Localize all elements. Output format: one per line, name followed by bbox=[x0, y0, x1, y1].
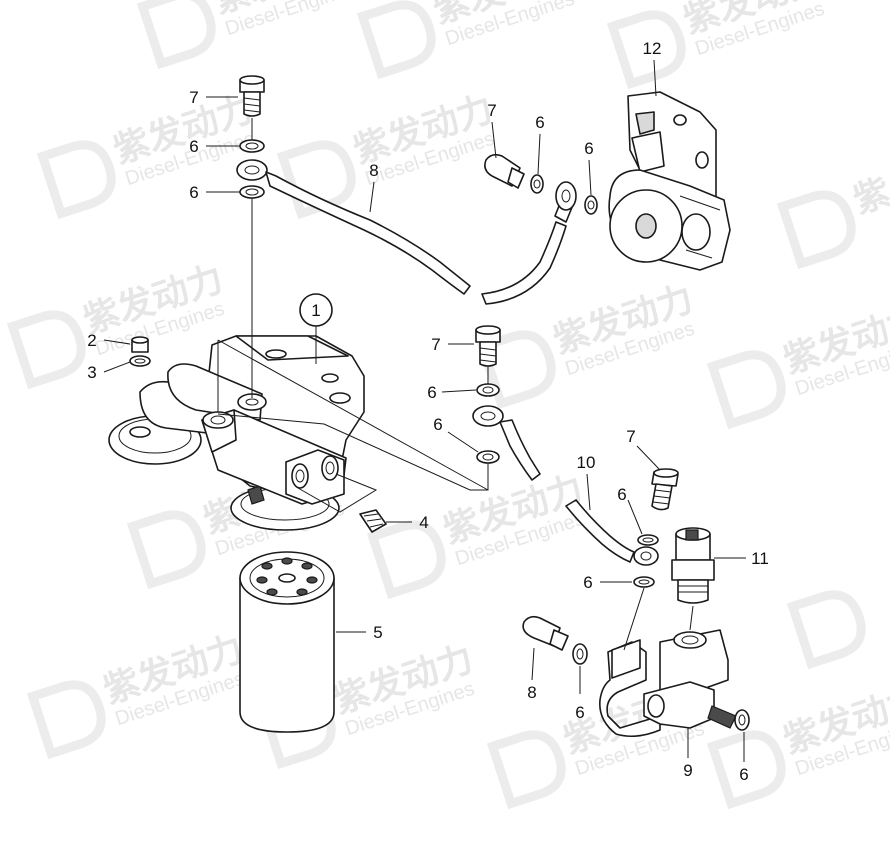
filter-head-1 bbox=[108, 335, 365, 531]
callout-6-upper-middle-1: 6 bbox=[535, 113, 544, 132]
callout-7-top-left: 7 bbox=[189, 88, 198, 107]
banjo-bolt-upper-middle bbox=[484, 153, 525, 189]
callout-8-top: 8 bbox=[369, 161, 378, 180]
callout-3: 3 bbox=[87, 363, 96, 382]
plug-4 bbox=[359, 509, 387, 533]
fuel-filter-5 bbox=[239, 551, 335, 733]
callout-4: 4 bbox=[419, 513, 428, 532]
washer-3 bbox=[129, 355, 151, 367]
watermark-4: 紫发动力 Diesel-Engines bbox=[36, 88, 258, 220]
washer-lower-2 bbox=[734, 709, 750, 731]
washer-upper-middle-1 bbox=[530, 174, 544, 194]
callout-6-upper-middle-2: 6 bbox=[584, 139, 593, 158]
washer-upper-middle-2 bbox=[584, 195, 598, 215]
washer-middle-1 bbox=[476, 383, 500, 397]
callout-6-middle-2: 6 bbox=[433, 415, 442, 434]
fuel-pipe-10 bbox=[499, 419, 659, 566]
callout-7-upper-middle: 7 bbox=[487, 101, 496, 120]
leader-lines bbox=[103, 59, 746, 762]
callout-8-lower: 8 bbox=[527, 683, 536, 702]
banjo-bolt-lower bbox=[522, 615, 569, 651]
banjo-bolt-right bbox=[651, 468, 679, 511]
callout-6-right-1: 6 bbox=[617, 485, 626, 504]
washer-middle-2 bbox=[476, 450, 500, 464]
watermark-1: 紫发动力 Diesel-Engines bbox=[136, 0, 358, 70]
callout-12: 12 bbox=[643, 39, 662, 58]
callout-6-top-left-2: 6 bbox=[189, 183, 198, 202]
callout-9: 9 bbox=[683, 761, 692, 780]
watermark-9: 紫发动力 Diesel-Engines bbox=[706, 298, 890, 430]
watermark-6: 紫发动力 bbox=[776, 138, 890, 270]
washer-right-2 bbox=[633, 576, 655, 588]
callout-10: 10 bbox=[577, 453, 596, 472]
sensor-11 bbox=[671, 527, 715, 604]
callout-1: 1 bbox=[311, 301, 320, 320]
callout-5: 5 bbox=[373, 623, 382, 642]
svg-text:紫发动力: 紫发动力 bbox=[849, 138, 890, 221]
banjo-fitting-middle bbox=[472, 405, 504, 427]
callout-11: 11 bbox=[751, 549, 769, 568]
watermark-16: 紫发动力 Diesel-Engines bbox=[706, 678, 890, 810]
watermark-5: 紫发动力 Diesel-Engines bbox=[276, 88, 498, 220]
callout-6-right-2: 6 bbox=[583, 573, 592, 592]
callout-6-lower-1: 6 bbox=[575, 703, 584, 722]
plug-2 bbox=[131, 336, 149, 353]
valve-block-9 bbox=[599, 629, 737, 738]
banjo-bolt-middle bbox=[475, 325, 501, 367]
callout-circle-1 bbox=[299, 293, 333, 327]
callout-6-lower-2: 6 bbox=[739, 765, 748, 784]
washer-top-left-1 bbox=[239, 139, 265, 153]
callout-6-middle-1: 6 bbox=[427, 383, 436, 402]
washer-top-left-2 bbox=[239, 185, 265, 199]
washer-lower-1 bbox=[572, 643, 588, 665]
washer-right-1 bbox=[637, 534, 659, 546]
banjo-fitting-top-left bbox=[236, 159, 268, 181]
banjo-bolt-top-left bbox=[239, 75, 265, 117]
callout-6-top-left-1: 6 bbox=[189, 137, 198, 156]
callout-2: 2 bbox=[87, 331, 96, 350]
callout-7-right: 7 bbox=[626, 427, 635, 446]
feed-pump-12 bbox=[608, 91, 731, 271]
fuel-pipe-8 bbox=[265, 171, 576, 305]
watermark-13: 紫发动力 Diesel-Engines bbox=[26, 628, 248, 760]
callout-7-middle: 7 bbox=[431, 335, 440, 354]
watermark-2: 紫发动力 Diesel-Engines bbox=[356, 0, 578, 80]
callout-labels: 1 2 3 4 5 7 6 6 8 7 6 6 12 7 6 6 10 7 6 … bbox=[87, 39, 769, 784]
watermark-12 bbox=[786, 590, 866, 670]
banjo-fitting-upper-middle bbox=[555, 181, 577, 211]
